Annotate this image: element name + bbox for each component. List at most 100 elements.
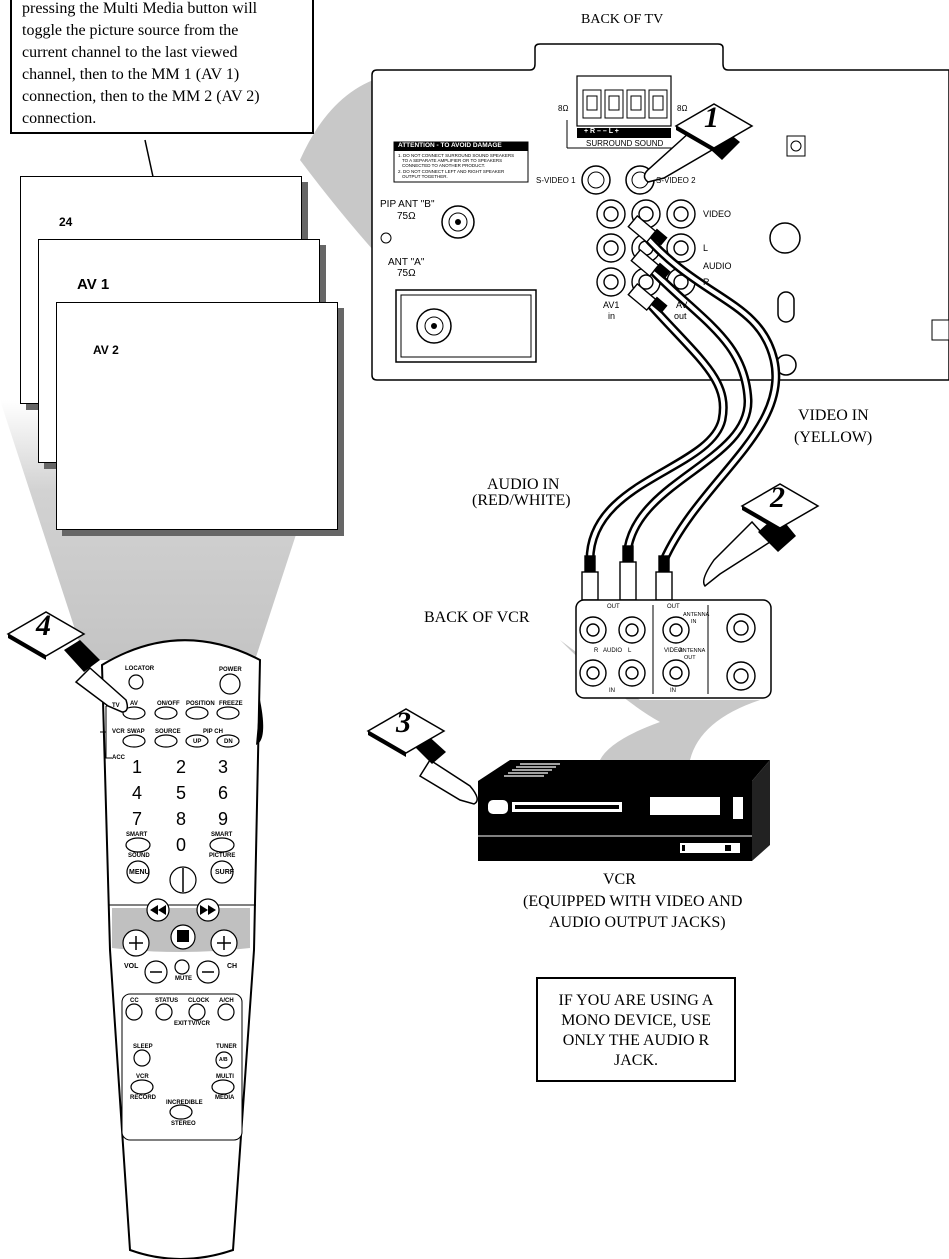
digit-0: 0 (176, 835, 186, 856)
multi-label: MULTI (216, 1074, 234, 1080)
attention-line: CONNECTED TO ANOTHER PRODUCT. (402, 163, 485, 168)
step-number-2: 2 (770, 488, 785, 508)
round-port (770, 223, 800, 253)
video-in-label: VIDEO IN (798, 406, 869, 426)
dn-button-label: DN (224, 739, 233, 745)
stereo-label: STEREO (171, 1121, 196, 1127)
s-video-1-label: S-VIDEO 1 (536, 176, 576, 185)
audio-in-color: (RED/WHITE) (472, 491, 571, 511)
vol-label: VOL (124, 963, 138, 970)
incredible-label: INCREDIBLE (166, 1100, 203, 1106)
callout-line: current channel to the last viewed (22, 42, 302, 64)
video-in-color: (YELLOW) (794, 428, 872, 448)
vcr-button-label: VCR (136, 1074, 149, 1080)
attention-line: OUTPUT TOGETHER. (402, 174, 448, 179)
vcr-label: VCR (603, 870, 636, 890)
tuner-label: TUNER (216, 1044, 237, 1050)
callout-line: connection, then to the MM 2 (AV 2) (22, 86, 302, 108)
pip-ant-label: PIP ANT "B" (380, 199, 435, 210)
av-button-label: AV (130, 701, 138, 707)
digit-4: 4 (132, 783, 142, 804)
source-button-label: SOURCE (155, 729, 181, 735)
note-line: MONO DEVICE, USE (538, 1011, 734, 1031)
av-out-label: AV (676, 300, 687, 310)
ant-a-label: ANT "A" (388, 257, 424, 268)
surf-button-label: SURF (215, 869, 234, 876)
exit-label: EXIT (174, 1021, 187, 1027)
note-line: ONLY THE AUDIO R (538, 1031, 734, 1051)
vcr-in-right: IN (670, 688, 676, 694)
digit-3: 3 (218, 757, 228, 778)
digit-9: 9 (218, 809, 228, 830)
ohm-right: 8Ω (677, 104, 687, 113)
smart-left-label: SMART (126, 832, 147, 838)
speaker-terminal-labels: + R – – L + (584, 128, 619, 135)
vcr-antenna-in-2: IN (691, 619, 697, 625)
vcr-mode-label: VCR (112, 729, 125, 735)
attention-title: ATTENTION - TO AVOID DAMAGE (398, 142, 502, 149)
tvvcr-label: TV/VCR (188, 1021, 210, 1027)
vcr-out-left: OUT (607, 604, 620, 610)
digit-2: 2 (176, 757, 186, 778)
ach-label: A/CH (219, 998, 234, 1004)
vcr-audio-label: AUDIO (603, 648, 622, 654)
locator-label: LOCATOR (125, 666, 154, 672)
vcr-out-right: OUT (667, 604, 680, 610)
digit-1: 1 (132, 757, 142, 778)
smart-right-label: SMART (211, 832, 232, 838)
ch-label: CH (227, 963, 237, 970)
tv-mode-label: TV (112, 703, 120, 709)
note-line: JACK. (538, 1051, 734, 1071)
ab-label: A/B (219, 1057, 228, 1063)
callout-line: pressing the Multi Media button will (22, 0, 302, 20)
clock-label: CLOCK (188, 998, 209, 1004)
l-jack-label: L (703, 243, 708, 253)
digit-7: 7 (132, 809, 142, 830)
ant-a-ohm: 75Ω (397, 268, 416, 279)
power-label: POWER (219, 667, 242, 673)
av1-in-label: AV1 (603, 300, 619, 310)
step-number-1: 1 (704, 108, 719, 128)
up-button-label: UP (193, 739, 201, 745)
step-number-4: 4 (36, 616, 51, 636)
digit-5: 5 (176, 783, 186, 804)
step-number-3: 3 (396, 713, 411, 733)
back-of-tv-title: BACK OF TV (581, 10, 663, 30)
sound-label: SOUND (128, 853, 150, 859)
screen-av2: AV 2 (56, 302, 338, 530)
screen-label: AV 1 (77, 276, 109, 293)
audio-jack-label: AUDIO (703, 261, 732, 271)
pipch-button-label: PIP CH (203, 729, 223, 735)
vcr-plugs (582, 546, 672, 600)
screen-label: AV 2 (93, 343, 119, 357)
vcr-in-left: IN (609, 688, 615, 694)
record-label: RECORD (130, 1095, 156, 1101)
video-jack-label: VIDEO (703, 209, 731, 219)
tv-av-jacks (597, 200, 695, 296)
acc-mode-label: ACC (112, 755, 125, 761)
status-label: STATUS (155, 998, 178, 1004)
ohm-left: 8Ω (558, 104, 568, 113)
sleep-label: SLEEP (133, 1044, 153, 1050)
r-jack-label: R (703, 277, 710, 287)
freeze-button-label: FREEZE (219, 701, 243, 707)
av1-in-label-2: in (608, 311, 615, 321)
picture-label: PICTURE (209, 853, 235, 859)
vcr-desc-line: (EQUIPPED WITH VIDEO AND (523, 892, 742, 912)
callout-line: connection. (22, 108, 302, 130)
note-line: IF YOU ARE USING A (538, 991, 734, 1011)
vcr-antenna-out-2: OUT (684, 655, 696, 661)
vcr-desc-line: AUDIO OUTPUT JACKS) (549, 913, 726, 933)
menu-button-label: MENU (129, 869, 150, 876)
s-video-2-label: S-VIDEO 2 (656, 176, 696, 185)
callout-line: channel, then to the MM 1 (AV 1) (22, 64, 302, 86)
swap-button-label: SWAP (127, 729, 145, 735)
mute-label: MUTE (175, 976, 192, 982)
av-out-label-2: out (674, 311, 687, 321)
digit-6: 6 (218, 783, 228, 804)
digit-8: 8 (176, 809, 186, 830)
vcr-l-label: L (628, 648, 631, 654)
small-port (381, 233, 391, 243)
screen-label: 24 (59, 215, 72, 229)
multimedia-callout: pressing the Multi Media button will tog… (10, 0, 314, 134)
